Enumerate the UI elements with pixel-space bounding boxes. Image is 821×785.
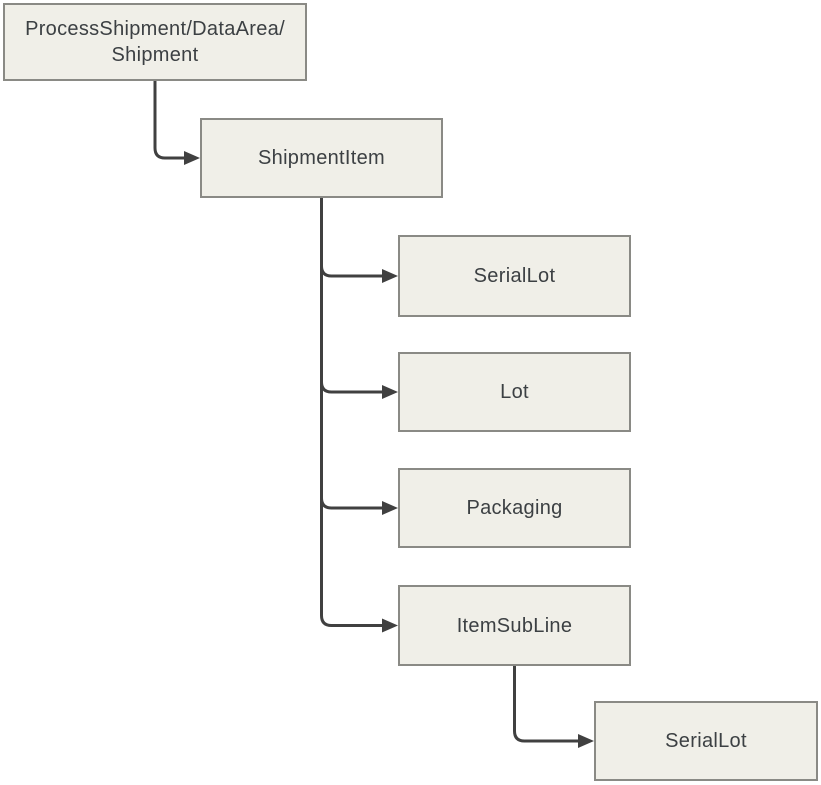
node-shipment-item: ShipmentItem	[200, 118, 443, 198]
node-lot: Lot	[398, 352, 631, 432]
node-label: ItemSubLine	[456, 614, 573, 637]
connector-shipment-item	[320, 198, 383, 627]
node-label: Lot	[500, 381, 529, 403]
arrowhead-icon	[382, 501, 398, 515]
node-label: SerialLot	[665, 730, 747, 752]
node-process-shipment: ProcessShipment/DataArea/ Shipment	[3, 3, 307, 81]
node-label: Packaging	[466, 497, 563, 519]
arrowhead-icon	[184, 151, 200, 165]
node-label: ShipmentItem	[258, 147, 385, 169]
arrowhead-icon	[578, 734, 594, 748]
node-item-serial-lot: SerialLot	[594, 701, 818, 781]
node-packaging: Packaging	[398, 468, 631, 548]
node-label: ProcessShipment/DataArea/ Shipment	[25, 18, 285, 66]
arrowhead-icon	[382, 618, 398, 633]
node-serial-lot: SerialLot	[398, 235, 631, 317]
connector-item-sub-line	[513, 666, 579, 743]
connector-process-shipment	[153, 81, 185, 160]
node-label: SerialLot	[473, 265, 556, 287]
node-item-sub-line: ItemSubLine	[398, 585, 631, 666]
arrowhead-icon	[382, 269, 398, 283]
arrowhead-icon	[382, 385, 398, 399]
